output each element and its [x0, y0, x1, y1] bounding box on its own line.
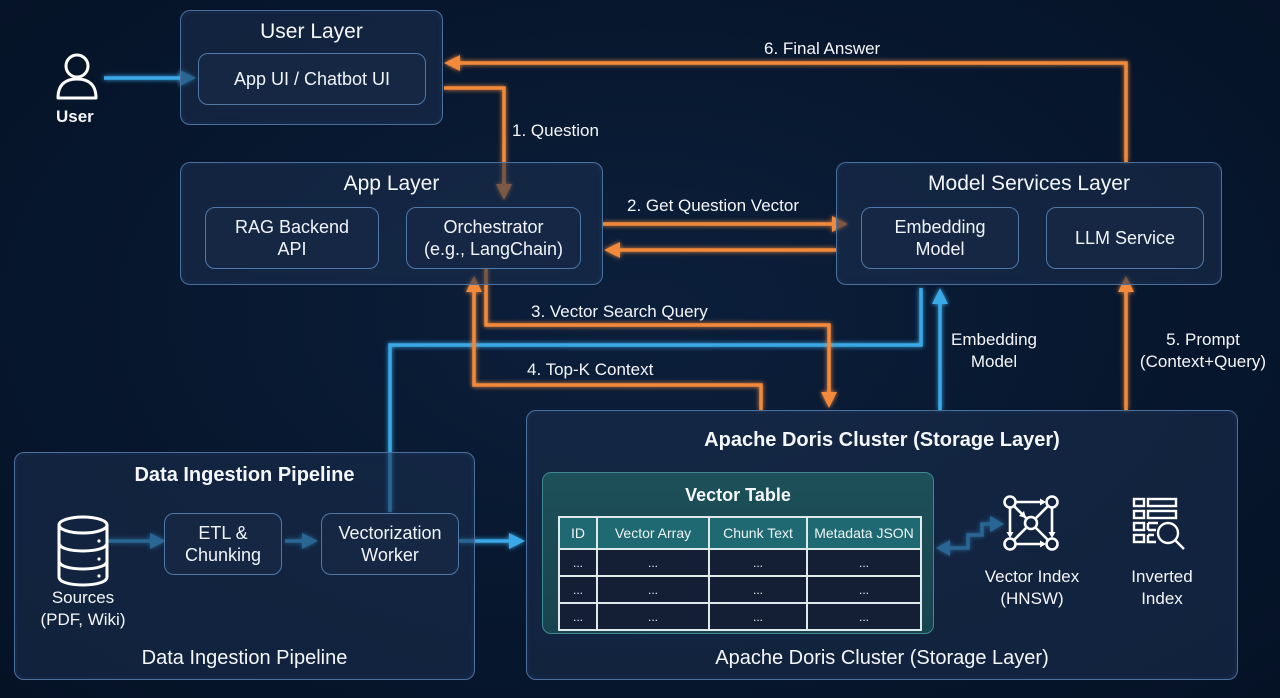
inverted-index-label: Inverted Index [1112, 566, 1212, 610]
data-ingestion-pipeline: Data Ingestion Pipeline Data Ingestion P… [14, 452, 475, 680]
arrow-question [444, 86, 506, 186]
graph-network-icon [1002, 494, 1060, 557]
storage-title: Apache Doris Cluster (Storage Layer) [704, 429, 1060, 451]
table-cell: ... [708, 575, 808, 604]
orchestrator-line1: Orchestrator [443, 217, 544, 237]
table-cell: ... [806, 575, 922, 604]
worker-line1: Vectorization [338, 523, 442, 543]
vector-table-title: Vector Table [685, 485, 791, 505]
model-layer-title: Model Services Layer [928, 172, 1130, 195]
arrow-final-answer [458, 61, 1128, 162]
vectorization-worker-box[interactable]: Vectorization Worker [321, 513, 459, 575]
arrow-worker-to-embedding [388, 288, 923, 512]
embedding-model-line1: Embedding [894, 217, 986, 237]
arrow-vector-search [484, 268, 831, 394]
table-row: ... ... ... ... [558, 602, 922, 631]
flow-label-embedding: Embedding Model [944, 329, 1044, 373]
sources-line1: Sources [51, 588, 115, 607]
storage-footer: Apache Doris Cluster (Storage Layer) [715, 647, 1049, 669]
flow-label-embedding-line2: Model [970, 352, 1018, 371]
model-services-layer: Model Services Layer Embedding Model LLM… [836, 162, 1222, 285]
column-header: Chunk Text [708, 516, 808, 550]
flow-label-prompt-line2: (Context+Query) [1139, 352, 1267, 371]
table-cell: ... [596, 548, 710, 577]
arrowhead-vector-search [821, 392, 837, 408]
table-row: ... ... ... ... [558, 575, 922, 604]
embedding-model-line2: Model [915, 239, 965, 259]
table-cell: ... [806, 548, 922, 577]
app-layer: App Layer RAG Backend API Orchestrator (… [180, 162, 603, 285]
user-icon [54, 50, 100, 107]
sources-line2: (PDF, Wiki) [40, 610, 126, 629]
inverted-index-line2: Index [1141, 589, 1183, 608]
flow-label-final-answer: 6. Final Answer [764, 39, 881, 58]
list-search-icon [1132, 497, 1194, 562]
app-ui-box[interactable]: App UI / Chatbot UI [198, 53, 426, 105]
vector-table: Vector Table ID Vector Array Chunk Text … [542, 472, 934, 634]
table-cell: ... [596, 602, 710, 631]
flow-label-prompt: 5. Prompt (Context+Query) [1128, 329, 1278, 373]
table-cell: ... [558, 602, 598, 631]
database-icon [55, 515, 111, 592]
column-header: Metadata JSON [806, 516, 922, 550]
flow-label-prompt-line1: 5. Prompt [1166, 330, 1240, 349]
flow-label-vector-search: 3. Vector Search Query [531, 302, 708, 321]
vector-index-label: Vector Index (HNSW) [972, 566, 1092, 610]
user-layer: User Layer App UI / Chatbot UI [180, 10, 443, 125]
orchestrator-box[interactable]: Orchestrator (e.g., LangChain) [406, 207, 581, 269]
inverted-index-line1: Inverted [1131, 567, 1193, 586]
table-cell: ... [708, 602, 808, 631]
rag-backend-line1: RAG Backend [234, 217, 350, 237]
user-layer-title: User Layer [260, 20, 363, 43]
flow-label-question: 1. Question [512, 121, 599, 140]
etl-chunking-box[interactable]: ETL & Chunking [164, 513, 282, 575]
ingestion-title: Data Ingestion Pipeline [134, 464, 355, 486]
column-header: ID [558, 516, 598, 550]
rag-backend-box[interactable]: RAG Backend API [205, 207, 379, 269]
user-label: User [56, 107, 94, 126]
table-cell: ... [708, 548, 808, 577]
rag-backend-line2: API [277, 239, 307, 259]
app-ui-label: App UI / Chatbot UI [233, 69, 391, 89]
flow-label-topk: 4. Top-K Context [527, 360, 654, 379]
llm-service-box[interactable]: LLM Service [1046, 207, 1204, 269]
table-cell: ... [806, 602, 922, 631]
arrowhead-embedding-up [932, 288, 948, 304]
flow-label-embedding-line1: Embedding [950, 330, 1037, 349]
arrow-topk [472, 290, 763, 410]
ingestion-footer: Data Ingestion Pipeline [141, 647, 348, 669]
flow-label-get-vector: 2. Get Question Vector [627, 196, 799, 215]
vector-index-line2: (HNSW) [1000, 589, 1064, 608]
arrowhead-vector-return [604, 242, 620, 258]
sources-label: Sources (PDF, Wiki) [35, 587, 131, 631]
arrowhead-final-answer [444, 55, 460, 71]
etl-line2: Chunking [184, 545, 262, 565]
table-cell: ... [596, 575, 710, 604]
table-cell: ... [558, 548, 598, 577]
worker-line2: Worker [361, 545, 419, 565]
table-cell: ... [558, 575, 598, 604]
column-header: Vector Array [596, 516, 710, 550]
table-header-row: ID Vector Array Chunk Text Metadata JSON [558, 516, 922, 550]
etl-line1: ETL & [198, 523, 248, 543]
vector-table-grid: ID Vector Array Chunk Text Metadata JSON… [558, 516, 922, 631]
orchestrator-line2: (e.g., LangChain) [423, 239, 564, 259]
app-layer-title: App Layer [343, 172, 440, 195]
embedding-model-box[interactable]: Embedding Model [861, 207, 1019, 269]
vector-index-line1: Vector Index [984, 567, 1080, 586]
arrowhead-worker-storage [509, 533, 525, 549]
table-row: ... ... ... ... [558, 548, 922, 577]
llm-service-label: LLM Service [1074, 228, 1176, 248]
